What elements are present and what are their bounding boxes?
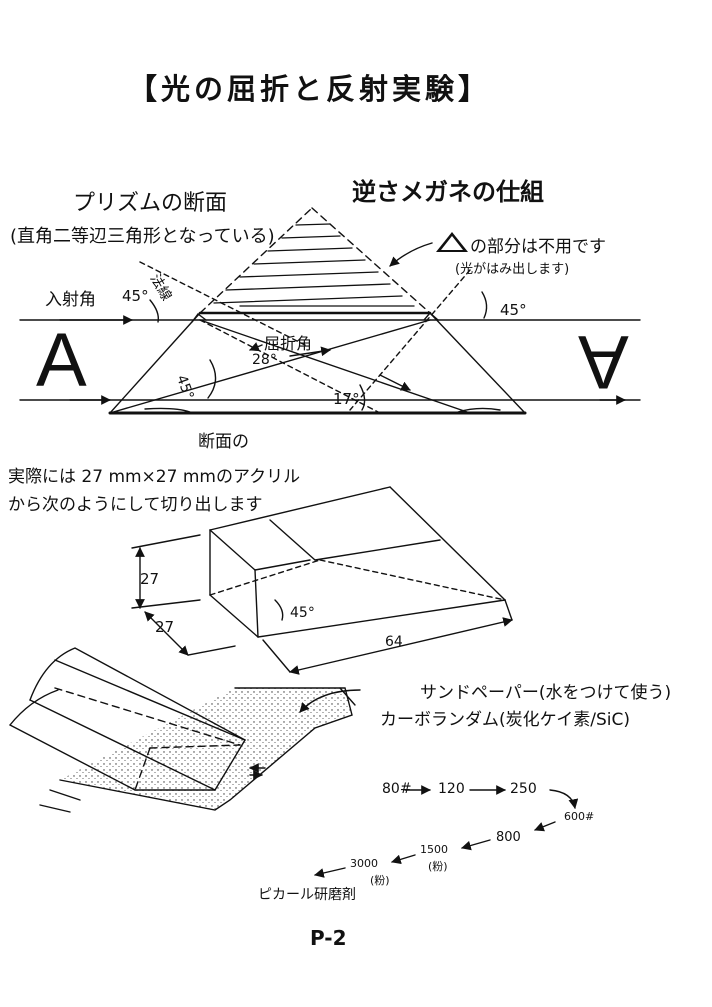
cross-section-label: 断面の — [198, 432, 249, 452]
letter-a-inverted: A — [578, 319, 629, 404]
sanding-line2: カーボランダム(炭化ケイ素/SiC) — [380, 710, 631, 730]
dim-length: 64 — [385, 634, 403, 650]
prism-note: (直角二等辺三角形となっている) — [10, 226, 275, 247]
angle-28-label: 28° — [252, 352, 277, 368]
page-title: 【光の屈折と反射実験】 — [128, 72, 492, 106]
grit-3000-note: (粉) — [370, 874, 390, 887]
grit-1500-note: (粉) — [428, 860, 448, 873]
page-number: P-2 — [310, 926, 347, 950]
unused-note-line1: の部分は不用です — [470, 237, 606, 257]
grit-120: 120 — [438, 781, 465, 797]
sanding-line1: サンドペーパー(水をつけて使う) — [420, 683, 672, 703]
refraction-angle-label: 屈折角 — [264, 334, 313, 353]
mechanism-heading: 逆さメガネの仕組 — [352, 178, 544, 206]
incidence-angle-label: 入射角 — [45, 290, 96, 310]
prism-heading: プリズムの断面 — [73, 191, 228, 216]
angle-17-label: 17° — [333, 390, 360, 408]
unused-note-line2: (光がはみ出します) — [455, 262, 570, 277]
dim-height: 27 — [140, 570, 160, 588]
angle-45-left: 45° — [122, 287, 149, 305]
dim-angle: 45° — [290, 605, 315, 621]
dim-depth: 27 — [155, 618, 175, 636]
compound-label: ピカール研磨剤 — [258, 887, 356, 903]
grit-800: 800 — [496, 830, 521, 845]
cut-text-line1: 実際には 27 mm×27 mmのアクリル — [8, 467, 301, 487]
angle-45-right: 45° — [500, 301, 527, 319]
grit-1500: 1500 — [420, 843, 448, 856]
cut-text-line2: から次のようにして切り出します — [8, 495, 263, 515]
letter-a-upright: A — [36, 318, 87, 403]
grit-600: 600# — [564, 810, 595, 823]
grit-250: 250 — [510, 781, 537, 797]
grit-3000: 3000 — [350, 857, 378, 870]
grit-80: 80# — [382, 781, 412, 797]
